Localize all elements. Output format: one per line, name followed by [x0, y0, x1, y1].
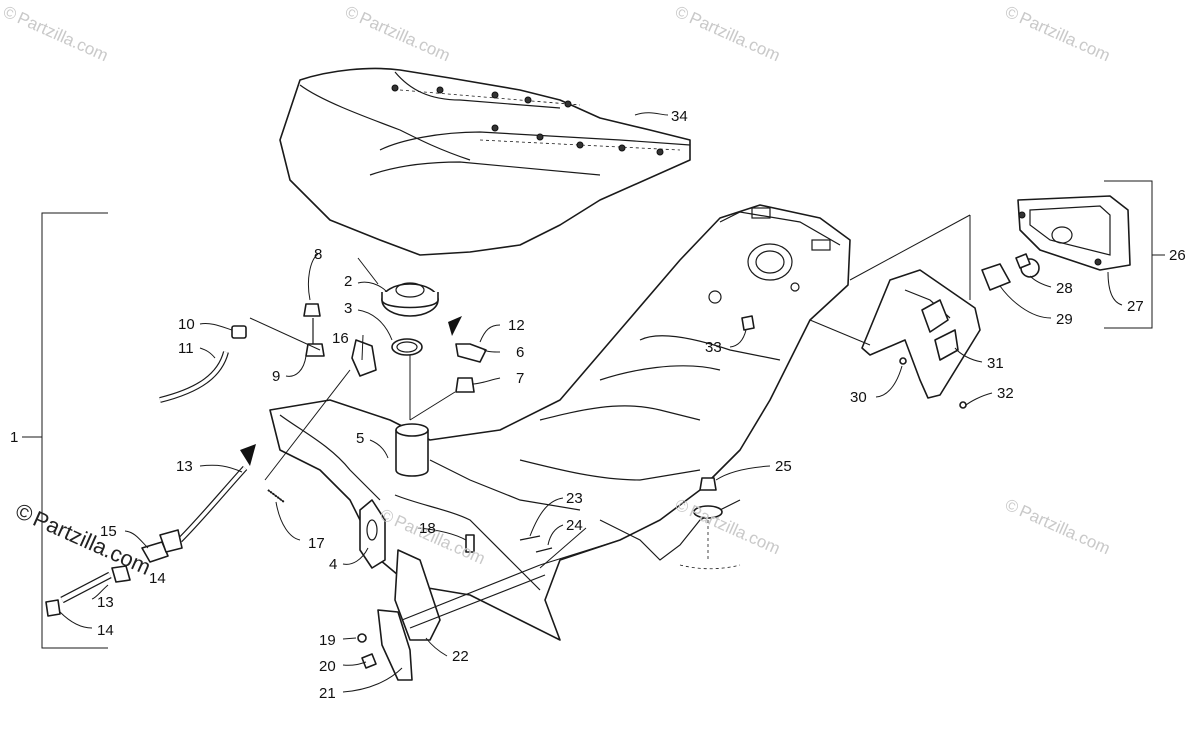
part-label-7: 7 [516, 370, 525, 387]
hose-parts [60, 351, 248, 604]
part-label-16: 16 [332, 330, 349, 347]
part-label-2: 2 [344, 273, 353, 290]
part-label-33: 33 [705, 339, 722, 356]
part-label-15: 15 [100, 523, 117, 540]
part-label-21: 21 [319, 685, 336, 702]
taillight-part [981, 195, 1131, 291]
part-label-1: 1 [10, 429, 19, 446]
gas-cap-part [381, 282, 439, 317]
part-label-14: 14 [149, 570, 166, 587]
part-label-17: 17 [308, 535, 325, 552]
fitting-parts [45, 303, 755, 669]
part-label-19: 19 [319, 632, 336, 649]
part-label-30: 30 [850, 389, 867, 406]
part-label-31: 31 [987, 355, 1004, 372]
part-label-13: 13 [97, 594, 114, 611]
seat-cover-part [279, 67, 691, 256]
part-label-23: 23 [566, 490, 583, 507]
part-label-4: 4 [329, 556, 338, 573]
part-label-32: 32 [997, 385, 1014, 402]
part-label-27: 27 [1127, 298, 1144, 315]
part-label-5: 5 [356, 430, 365, 447]
part-label-26: 26 [1169, 247, 1186, 264]
part-label-6: 6 [516, 344, 525, 361]
part-label-24: 24 [566, 517, 583, 534]
part-label-12: 12 [508, 317, 525, 334]
part-label-22: 22 [452, 648, 469, 665]
part-label-18: 18 [419, 520, 436, 537]
gasket-part [391, 338, 423, 356]
bracket-part [377, 549, 546, 681]
body-tank-part [269, 204, 851, 641]
part-label-10: 10 [178, 316, 195, 333]
flag-marker-icon [240, 444, 256, 466]
part-label-29: 29 [1056, 311, 1073, 328]
part-label-11: 11 [178, 340, 194, 357]
part-label-13: 13 [176, 458, 193, 475]
part-label-28: 28 [1056, 280, 1073, 297]
part-label-3: 3 [344, 300, 353, 317]
flag-marker-icon [448, 316, 462, 336]
part-label-34: 34 [671, 108, 688, 125]
part-label-9: 9 [272, 368, 281, 385]
part-label-8: 8 [314, 246, 323, 263]
leader-lines [59, 112, 1123, 693]
group-bracket-1 [41, 212, 108, 649]
part-label-25: 25 [775, 458, 792, 475]
license-bracket-part [861, 269, 981, 409]
part-label-14: 14 [97, 622, 114, 639]
part-label-20: 20 [319, 658, 336, 675]
